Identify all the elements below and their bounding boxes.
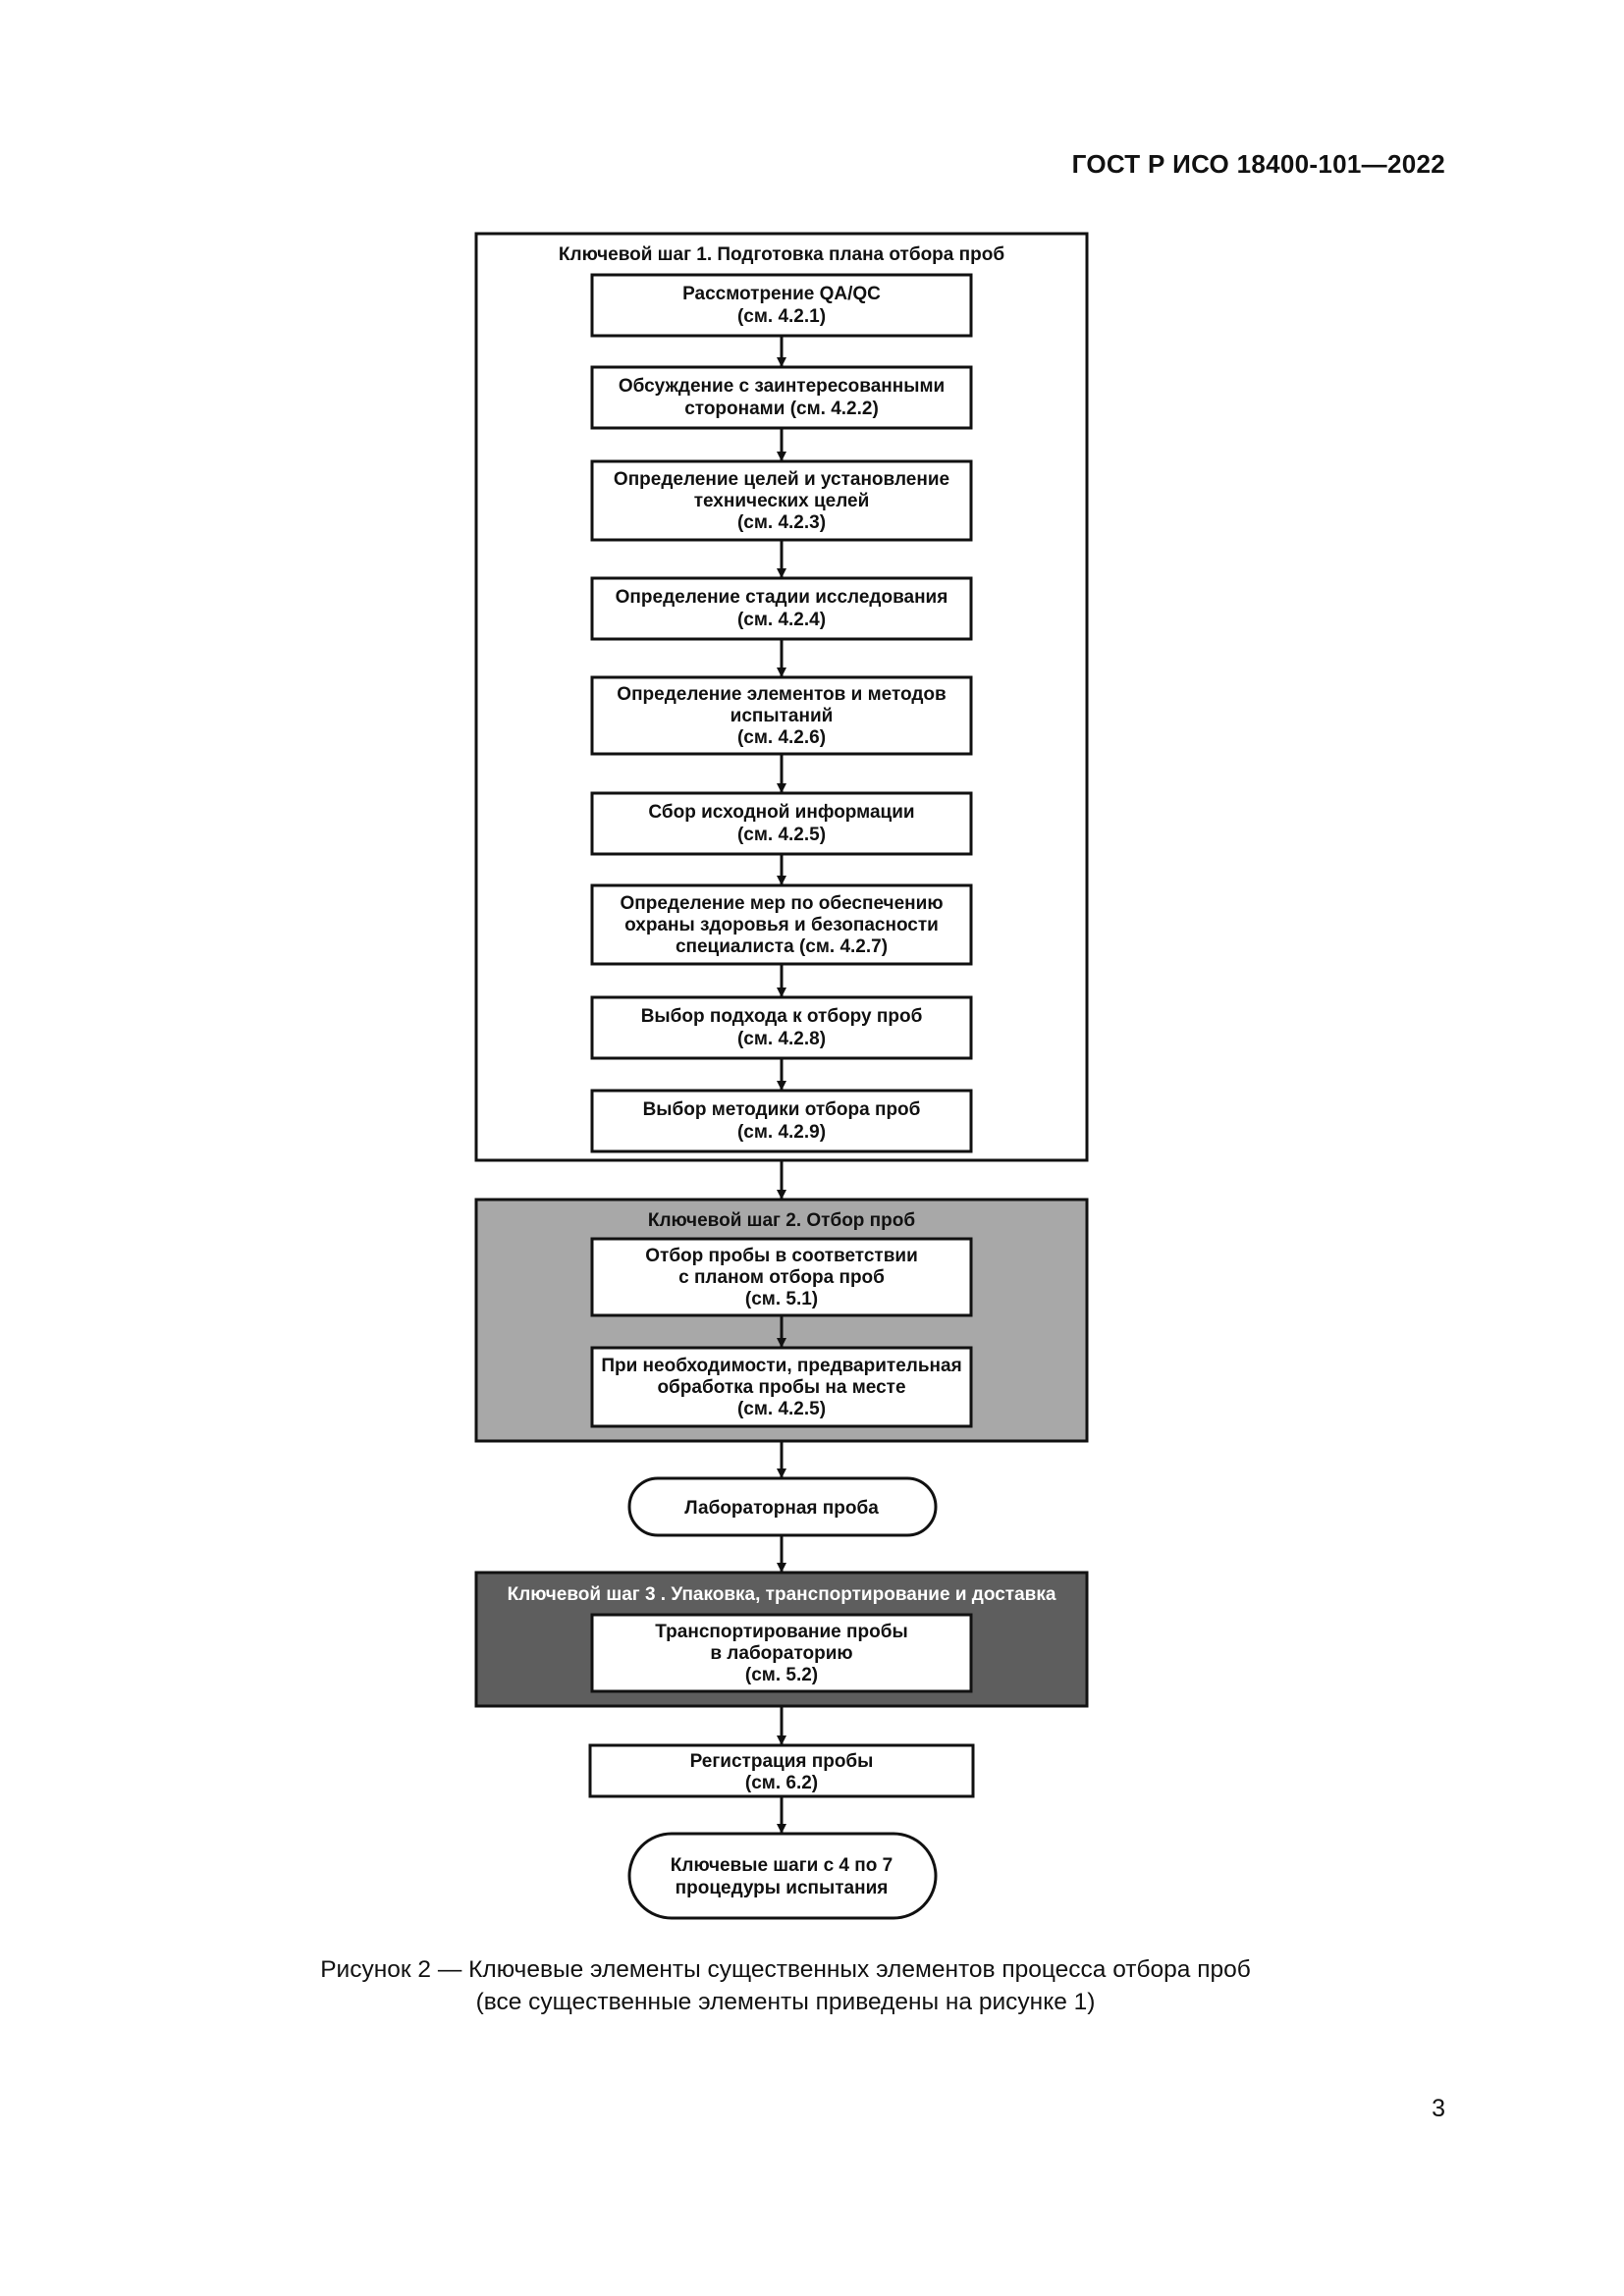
page-number: 3 [1432,2095,1445,2122]
svg-text:Определение целей и установлен: Определение целей и установление [614,469,949,490]
step2-title: Ключевой шаг 2. Отбор проб [648,1210,915,1231]
svg-text:процедуры испытания: процедуры испытания [676,1878,889,1898]
svg-text:Ключевые шаги с 4 по 7: Ключевые шаги с 4 по 7 [671,1855,893,1876]
flow-box-investigation-stage: Определение стадии исследования (см. 4.2… [590,576,973,641]
svg-text:(см. 4.2.8): (см. 4.2.8) [737,1029,826,1049]
svg-text:технических целей: технических целей [694,491,870,511]
svg-text:сторонами (см. 4.2.2): сторонами (см. 4.2.2) [684,399,879,419]
svg-text:Рассмотрение QA/QC: Рассмотрение QA/QC [682,284,881,304]
svg-text:испытаний: испытаний [731,706,834,726]
flow-box-stakeholders: Обсуждение с заинтересованными сторонами… [590,365,973,430]
svg-text:Выбор подхода к отбору проб: Выбор подхода к отбору проб [641,1006,923,1027]
svg-text:Отбор пробы в соответствии: Отбор пробы в соответствии [645,1246,918,1266]
svg-text:(см. 6.2): (см. 6.2) [745,1773,818,1793]
svg-text:с планом отбора проб: с планом отбора проб [678,1267,885,1288]
svg-text:Регистрация пробы: Регистрация пробы [690,1751,874,1772]
svg-text:Обсуждение с заинтересованными: Обсуждение с заинтересованными [619,376,945,397]
svg-text:в лабораторию: в лабораторию [710,1643,852,1664]
svg-text:При необходимости, предварител: При необходимости, предварительная [601,1356,961,1376]
flow-box-pretreatment: При необходимости, предварительная обраб… [590,1346,973,1428]
svg-text:(см. 4.2.1): (см. 4.2.1) [737,306,826,327]
flow-box-objectives: Определение целей и установление техниче… [590,459,973,542]
svg-text:(см. 5.1): (см. 5.1) [745,1289,818,1309]
svg-text:Выбор методики отбора проб: Выбор методики отбора проб [643,1099,921,1120]
svg-text:(см. 4.2.4): (см. 4.2.4) [737,610,826,630]
flow-box-test-elements: Определение элементов и методов испытани… [590,675,973,756]
flow-box-registration: Регистрация пробы (см. 6.2) [588,1743,975,1798]
svg-text:(см. 4.2.9): (см. 4.2.9) [737,1122,826,1143]
svg-text:Определение стадии исследовани: Определение стадии исследования [616,587,948,608]
caption-line-1: Рисунок 2 — Ключевые элементы существенн… [320,1956,1251,1983]
flow-box-sampling-method: Выбор методики отбора проб (см. 4.2.9) [590,1089,973,1153]
figure-caption: Рисунок 2 — Ключевые элементы существенн… [245,1953,1326,2018]
svg-text:(см. 4.2.3): (см. 4.2.3) [737,512,826,533]
svg-text:Определение элементов и методо: Определение элементов и методов [617,684,946,705]
svg-text:(см. 4.2.5): (см. 4.2.5) [737,1399,826,1419]
svg-text:(см. 4.2.5): (см. 4.2.5) [737,825,826,845]
svg-text:Определение мер по обеспечению: Определение мер по обеспечению [620,893,943,914]
svg-text:Транспортирование пробы: Транспортирование пробы [655,1622,907,1642]
flow-box-sampling-approach: Выбор подхода к отбору проб (см. 4.2.8) [590,995,973,1060]
standard-header: ГОСТ Р ИСО 18400-101—2022 [1071,149,1445,179]
svg-text:обработка пробы на месте: обработка пробы на месте [657,1377,905,1398]
caption-line-2: (все существенные элементы приведены на … [475,1989,1096,2015]
flow-box-background-info: Сбор исходной информации (см. 4.2.5) [590,791,973,856]
step1-title: Ключевой шаг 1. Подготовка плана отбора … [559,244,1004,265]
svg-text:Лабораторная проба: Лабораторная проба [684,1498,879,1519]
svg-text:Сбор исходной информации: Сбор исходной информации [648,802,914,823]
flow-terminal-lab-sample: Лабораторная проба [627,1476,938,1537]
sampling-flowchart: Ключевой шаг 1. Подготовка плана отбора … [474,232,1089,1920]
svg-text:специалиста (см. 4.2.7): специалиста (см. 4.2.7) [676,936,888,957]
flow-box-take-sample: Отбор пробы в соответствии с планом отбо… [590,1237,973,1317]
step3-title: Ключевой шаг 3 . Упаковка, транспортиров… [508,1584,1056,1605]
flow-box-health-safety: Определение мер по обеспечению охраны зд… [590,883,973,966]
flow-box-transport: Транспортирование пробы в лабораторию (с… [590,1613,973,1693]
flow-terminal-next-steps: Ключевые шаги с 4 по 7 процедуры испытан… [627,1832,938,1920]
svg-text:охраны здоровья и безопасности: охраны здоровья и безопасности [624,915,939,935]
svg-text:(см. 5.2): (см. 5.2) [745,1665,818,1685]
flow-box-qa-qc: Рассмотрение QA/QC (см. 4.2.1) [590,273,973,338]
svg-text:(см. 4.2.6): (см. 4.2.6) [737,727,826,748]
